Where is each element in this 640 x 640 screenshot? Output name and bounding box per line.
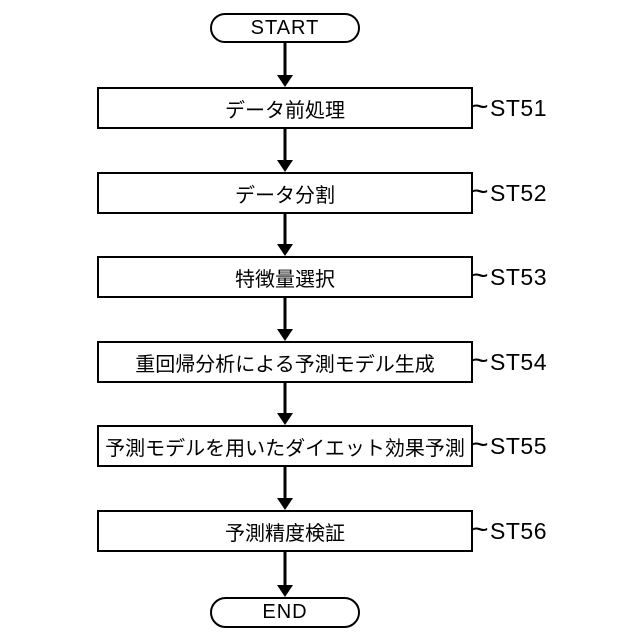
end-label: END: [262, 601, 308, 623]
arrow-shaft: [283, 43, 287, 77]
ref-connector-tilde-icon: ~: [471, 428, 490, 461]
ref-connector-tilde-icon: ~: [471, 344, 490, 377]
ref-connector-tilde-icon: ~: [471, 175, 490, 208]
ref-text-st51: ST51: [490, 94, 548, 121]
process-label-st52: データ分割: [235, 184, 335, 207]
process-box-st51: データ前処理: [97, 87, 473, 129]
ref-connector-tilde-icon: ~: [471, 513, 490, 546]
process-box-st52: データ分割: [97, 172, 473, 214]
process-box-st54: 重回帰分析による予測モデル生成: [97, 341, 473, 383]
arrow-shaft: [283, 129, 287, 162]
start-terminator: START: [210, 13, 360, 43]
arrow-st51-to-st52: [275, 129, 295, 172]
ref-label-st52: ~ ST52: [471, 175, 548, 208]
arrow-shaft: [283, 467, 287, 500]
arrow-st56-to-end: [275, 552, 295, 597]
arrow-head-icon: [277, 585, 293, 597]
process-box-st55: 予測モデルを用いたダイエット効果予測: [97, 425, 473, 467]
arrow-start-to-st51: [275, 43, 295, 87]
ref-label-st53: ~ ST53: [471, 259, 548, 292]
process-label-st54: 重回帰分析による予測モデル生成: [135, 353, 435, 376]
process-label-st51: データ前処理: [225, 99, 345, 122]
ref-text-st53: ST53: [490, 263, 548, 290]
arrow-st52-to-st53: [275, 214, 295, 256]
process-label-st55: 予測モデルを用いたダイエット効果予測: [105, 437, 465, 460]
ref-connector-tilde-icon: ~: [471, 90, 490, 123]
ref-connector-tilde-icon: ~: [471, 259, 490, 292]
process-label-st56: 予測精度検証: [225, 522, 345, 545]
process-label-st53: 特徴量選択: [235, 268, 335, 291]
arrow-head-icon: [277, 329, 293, 341]
arrow-head-icon: [277, 498, 293, 510]
ref-label-st56: ~ ST56: [471, 513, 548, 546]
arrow-shaft: [283, 298, 287, 331]
arrow-shaft: [283, 552, 287, 587]
ref-label-st55: ~ ST55: [471, 428, 548, 461]
arrow-st53-to-st54: [275, 298, 295, 341]
arrow-head-icon: [277, 244, 293, 256]
process-box-st53: 特徴量選択: [97, 256, 473, 298]
arrow-st54-to-st55: [275, 383, 295, 425]
arrow-head-icon: [277, 160, 293, 172]
arrow-head-icon: [277, 413, 293, 425]
process-box-st56: 予測精度検証: [97, 510, 473, 552]
ref-text-st52: ST52: [490, 179, 548, 206]
ref-label-st51: ~ ST51: [471, 90, 548, 123]
arrow-head-icon: [277, 75, 293, 87]
start-label: START: [250, 16, 320, 39]
ref-text-st54: ST54: [490, 348, 548, 375]
ref-text-st56: ST56: [490, 517, 548, 544]
arrow-st55-to-st56: [275, 467, 295, 510]
end-terminator: END: [210, 597, 360, 628]
ref-label-st54: ~ ST54: [471, 344, 548, 377]
ref-text-st55: ST55: [490, 432, 548, 459]
arrow-shaft: [283, 214, 287, 246]
arrow-shaft: [283, 383, 287, 415]
